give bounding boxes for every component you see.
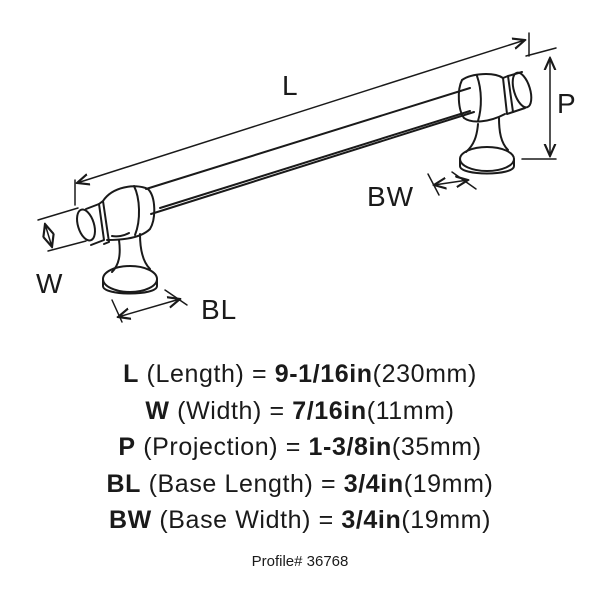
spec-equals: =	[252, 360, 268, 388]
spec-imperial: 7/16in	[292, 396, 367, 425]
spec-code: L	[123, 360, 139, 388]
spec-equals: =	[318, 506, 334, 534]
projection-label: P	[557, 88, 577, 119]
spec-imperial: 1-3/8in	[308, 433, 392, 461]
handle-bar	[145, 87, 475, 215]
spec-length: L (Length) = 9-1/16in(230mm)	[0, 356, 600, 393]
spec-imperial: 3/4in	[343, 469, 404, 498]
spec-base-length: BL (Base Length) = 3/4in(19mm)	[0, 466, 600, 503]
spec-base-width: BW (Base Width) = 3/4in(19mm)	[0, 502, 600, 539]
spec-imperial: 9-1/16in	[274, 360, 373, 388]
profile-number: Profile# 36768	[251, 553, 349, 570]
spec-code: BW	[108, 506, 152, 534]
spec-metric: (11mm)	[366, 396, 455, 425]
handle-diagram	[37, 32, 557, 323]
width-dimension	[37, 207, 87, 252]
spec-code: BL	[106, 469, 142, 498]
spec-equals: =	[321, 469, 337, 498]
spec-code: P	[118, 433, 136, 461]
spec-metric: (19mm)	[401, 506, 492, 534]
left-post	[102, 233, 158, 295]
spec-name: (Base Width)	[159, 506, 312, 534]
length-dimension	[74, 32, 530, 206]
spec-imperial: 3/4in	[341, 506, 402, 534]
right-post	[459, 117, 515, 175]
spec-code: W	[145, 396, 170, 425]
spec-list: L (Length) = 9-1/16in(230mm) W (Width) =…	[0, 356, 600, 539]
spec-width: W (Width) = 7/16in(11mm)	[0, 393, 600, 430]
base-width-label: BW	[367, 181, 415, 212]
spec-equals: =	[285, 433, 301, 461]
spec-metric: (35mm)	[391, 433, 482, 461]
spec-name: (Base Length)	[148, 469, 314, 498]
length-label: L	[282, 70, 299, 101]
spec-name: (Width)	[177, 396, 262, 425]
left-end-cap	[76, 185, 156, 246]
width-label: W	[36, 268, 64, 299]
spec-metric: (230mm)	[372, 360, 477, 388]
spec-equals: =	[269, 396, 285, 425]
base-width-dimension	[427, 171, 477, 196]
spec-metric: (19mm)	[403, 469, 494, 498]
spec-name: (Projection)	[143, 433, 279, 461]
base-length-dimension	[111, 289, 188, 323]
projection-dimension	[521, 47, 557, 160]
base-length-label: BL	[201, 294, 238, 325]
spec-name: (Length)	[146, 360, 245, 388]
spec-projection: P (Projection) = 1-3/8in(35mm)	[0, 429, 600, 466]
